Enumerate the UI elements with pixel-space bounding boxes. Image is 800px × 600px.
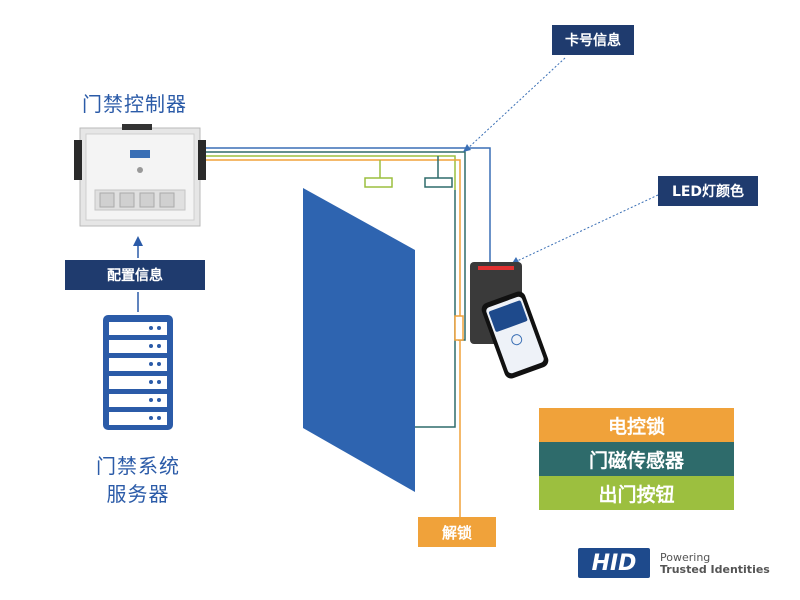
server-title-line2: 服务器 xyxy=(106,482,170,506)
hid-tagline-2: Trusted Identities xyxy=(660,563,770,576)
exit-button xyxy=(454,315,464,341)
wire-green xyxy=(205,155,456,190)
led-color-label: LED灯颜色 xyxy=(658,176,758,206)
hid-logo: HID xyxy=(578,548,650,578)
config-info-label: 配置信息 xyxy=(65,260,205,290)
electric-lock xyxy=(364,177,393,188)
wire-blue-reader xyxy=(205,147,491,265)
server-title-line1: 门禁系统 xyxy=(96,454,180,478)
legend-door-sensor: 门磁传感器 xyxy=(539,442,734,476)
server-rack-icon xyxy=(103,315,173,430)
door-panel xyxy=(303,188,415,492)
hid-tagline: Powering Trusted Identities xyxy=(660,552,770,576)
server-title: 门禁系统 服务器 xyxy=(88,452,188,508)
smartphone-icon xyxy=(481,291,549,379)
door-frame-wire xyxy=(415,190,456,428)
controller-title: 门禁控制器 xyxy=(82,92,187,116)
controller-board xyxy=(74,124,206,227)
card-info-arrowhead xyxy=(463,144,471,152)
card-info-label: 卡号信息 xyxy=(552,25,634,55)
hid-tagline-1: Powering xyxy=(660,551,711,564)
legend: 电控锁 门磁传感器 出门按钮 xyxy=(539,408,734,510)
config-arrowhead xyxy=(133,236,143,246)
card-info-arrow xyxy=(465,57,566,151)
legend-exit-button: 出门按钮 xyxy=(539,476,734,510)
legend-electric-lock: 电控锁 xyxy=(539,408,734,442)
led-arrow xyxy=(514,194,659,263)
door-sensor xyxy=(424,177,453,188)
wire-orange xyxy=(205,159,461,520)
unlock-label: 解锁 xyxy=(418,517,496,547)
